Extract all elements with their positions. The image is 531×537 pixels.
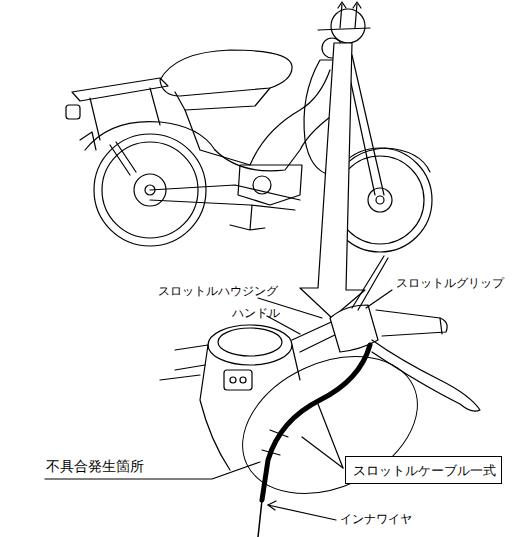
motorcycle	[66, 2, 432, 252]
part-label: スロットルグリップ	[396, 276, 504, 290]
part-label: インナワイヤ	[340, 512, 412, 526]
part-label: 不具合発生箇所	[46, 458, 144, 475]
callout-box: スロットルケーブル一式	[345, 456, 502, 484]
part-label: ハンドル	[232, 306, 280, 320]
part-label: スロットルハウジング	[158, 284, 278, 298]
handlebar-detail	[45, 256, 480, 537]
callout-text: スロットルケーブル一式	[353, 462, 494, 480]
zoom-arrow	[300, 43, 365, 318]
